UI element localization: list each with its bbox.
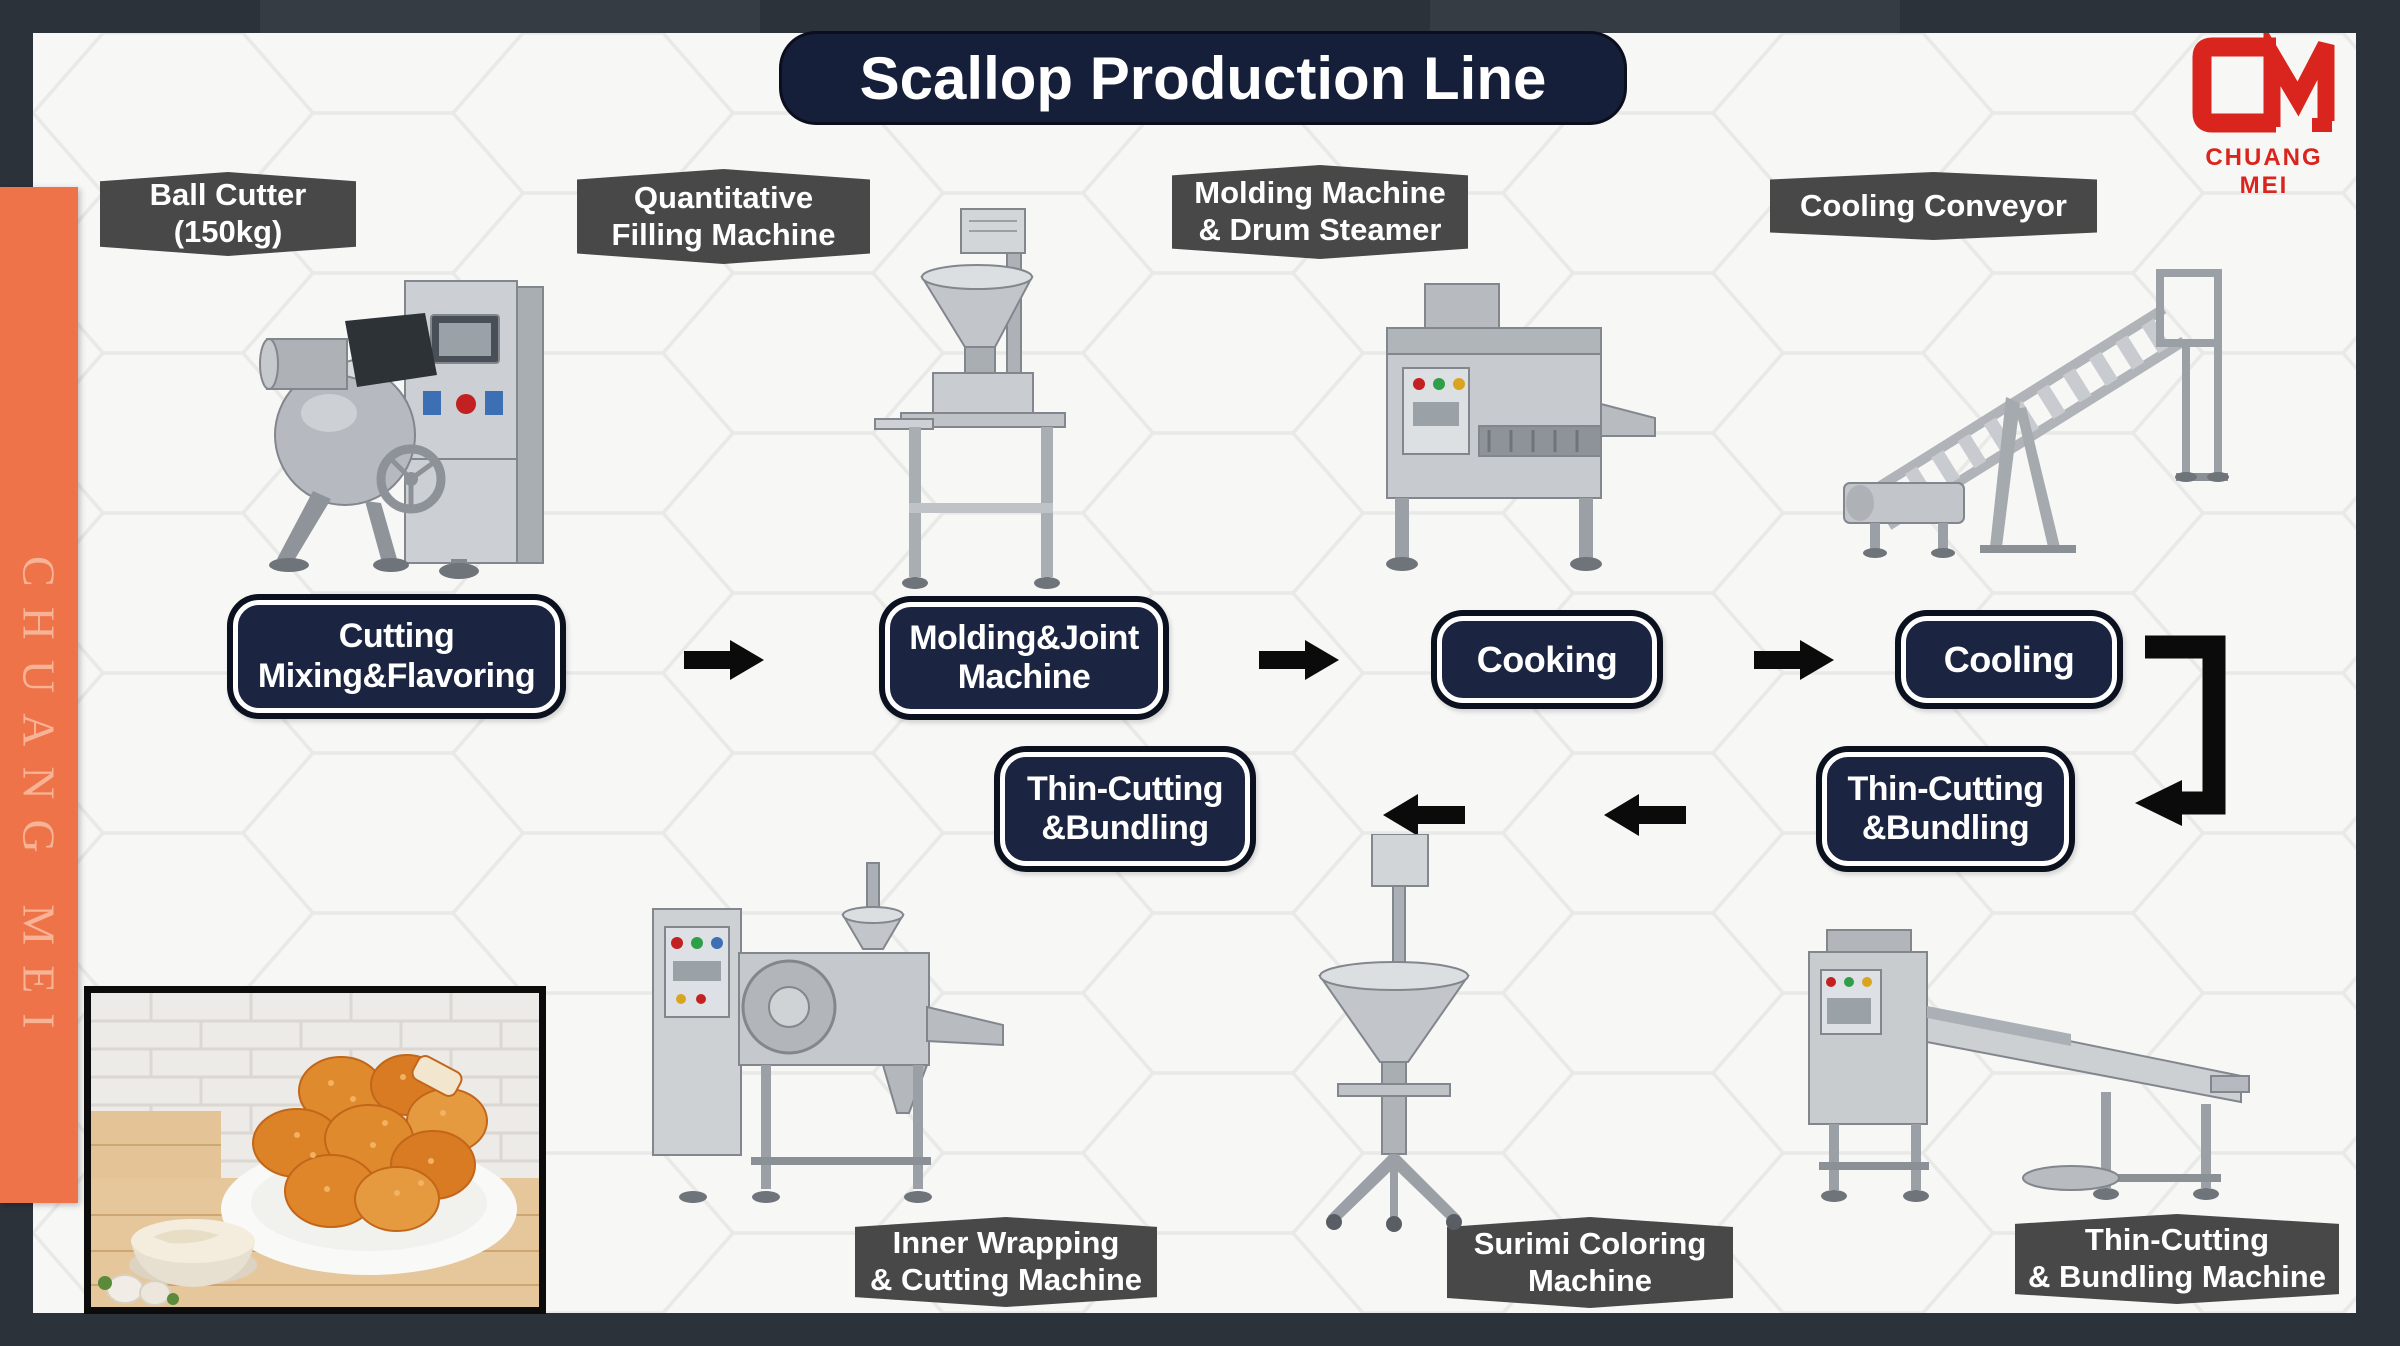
brand-sidebar: CHUANG MEI <box>0 187 78 1203</box>
label-surimi-coloring: Surimi Coloring Machine <box>1447 1217 1733 1308</box>
flow-node-line: Machine <box>957 658 1091 696</box>
label-line: Molding Machine <box>1194 175 1446 211</box>
flow-node-cooking: Cooking <box>1437 616 1657 703</box>
logo-caption: CHUANG MEI <box>2205 144 2323 199</box>
label-line: & Cutting Machine <box>869 1262 1143 1297</box>
arrow-elbow-down-left-icon <box>2135 635 2226 826</box>
label-line: Ball Cutter <box>149 177 307 213</box>
arrow-right-icon <box>1259 640 1339 680</box>
page-title: Scallop Production Line <box>859 44 1547 112</box>
arrow-right-icon <box>684 640 764 680</box>
label-line: Surimi Coloring <box>1473 1225 1707 1261</box>
arrow-left-icon <box>1604 794 1686 836</box>
brand-sidebar-text: CHUANG MEI <box>13 556 65 1049</box>
flow-node-thin-cutting-right: Thin-Cutting &Bundling <box>1822 752 2069 866</box>
flow-node-line: Thin-Cutting <box>1847 769 2044 808</box>
label-molding-drum-steamer: Molding Machine & Drum Steamer <box>1172 165 1468 259</box>
arrow-right-icon <box>1754 640 1834 680</box>
label-inner-wrapping: Inner Wrapping & Cutting Machine <box>855 1217 1157 1307</box>
product-photo <box>84 986 546 1314</box>
flow-node-line: Cutting <box>338 617 455 656</box>
label-line: & Bundling Machine <box>2028 1259 2326 1294</box>
flow-node-cooling: Cooling <box>1901 616 2117 703</box>
label-cooling-conveyor: Cooling Conveyor <box>1770 172 2097 240</box>
label-line: Filling Machine <box>611 216 836 252</box>
frame-bottom-bar <box>0 1313 2400 1346</box>
label-line: (150kg) <box>173 214 283 249</box>
page-title-banner: Scallop Production Line <box>782 34 1624 122</box>
flow-node-line: Cooling <box>1943 638 2075 680</box>
label-ball-cutter: Ball Cutter (150kg) <box>100 172 356 256</box>
flow-node-cutting-mixing: Cutting Mixing&Flavoring <box>233 600 560 713</box>
frame-right-bar <box>2356 0 2400 1346</box>
flow-node-line: Cooking <box>1476 638 1618 680</box>
company-logo: CHUANG MEI <box>2178 23 2350 200</box>
flow-node-thin-cutting-center: Thin-Cutting &Bundling <box>1000 752 1250 866</box>
flow-node-line: &Bundling <box>1861 809 2030 847</box>
flow-node-line: Molding&Joint <box>909 618 1139 657</box>
flow-node-molding-joint: Molding&Joint Machine <box>885 602 1163 714</box>
cooling-conveyor-machine-image <box>1830 237 2240 562</box>
flow-node-line: &Bundling <box>1041 809 1209 847</box>
flow-node-line: Mixing&Flavoring <box>257 656 536 695</box>
flow-node-line: Thin-Cutting <box>1026 769 1224 808</box>
molding-drum-steamer-machine-image <box>1329 276 1659 576</box>
surimi-coloring-machine-image <box>1294 834 1494 1234</box>
quantitative-filling-machine-image <box>873 207 1088 592</box>
label-line: Machine <box>1527 1262 1653 1298</box>
frame-top-bar <box>0 0 2400 33</box>
ball-cutter-machine-image <box>253 263 563 583</box>
label-thin-cutting-bundling-machine: Thin-Cutting & Bundling Machine <box>2015 1214 2339 1304</box>
label-line: Cooling Conveyor <box>1800 187 2067 223</box>
cm-monogram-icon <box>2192 23 2335 133</box>
frame-top-bar-segment <box>1430 0 1900 33</box>
label-line: & Drum Steamer <box>1198 212 1442 247</box>
label-line: Quantitative <box>633 179 814 215</box>
label-line: Inner Wrapping <box>892 1225 1120 1261</box>
label-quantitative-filling: Quantitative Filling Machine <box>577 169 870 264</box>
fried-scallops-photo-illustration <box>91 993 539 1307</box>
frame-top-bar-segment <box>260 0 760 33</box>
arrow-left-icon <box>1383 794 1465 836</box>
label-line: Thin-Cutting <box>2084 1222 2270 1258</box>
thin-cutting-bundling-machine-image <box>1771 926 2271 1211</box>
inner-wrapping-cutting-machine-image <box>631 857 1011 1217</box>
